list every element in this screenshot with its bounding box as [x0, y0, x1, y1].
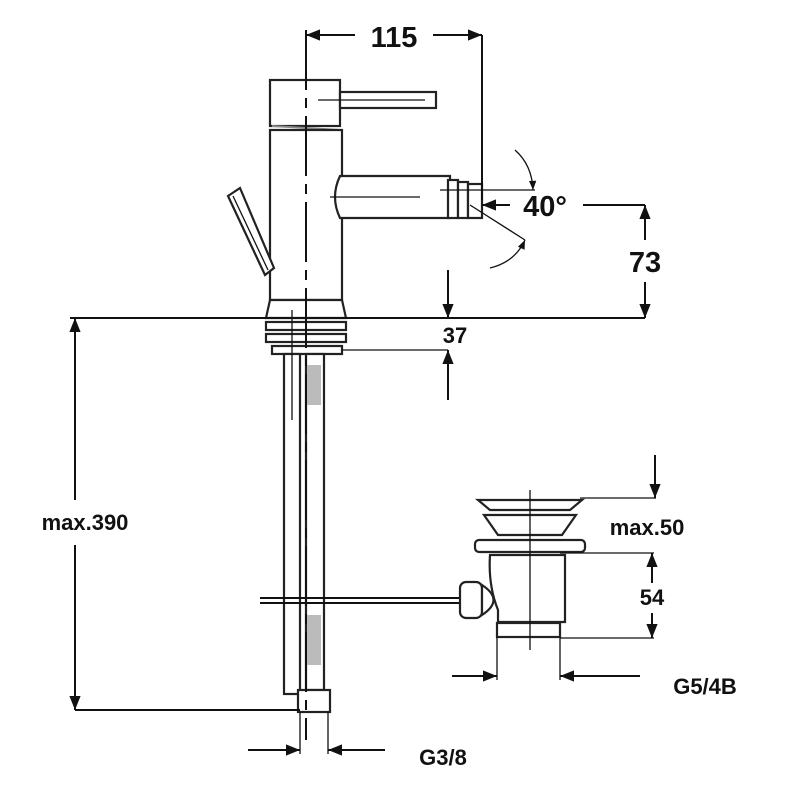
- pop-up-waste: [473, 490, 587, 650]
- pull-rod: [260, 580, 495, 620]
- inlet-nut: [296, 688, 332, 714]
- dim-label-g38: G3/8: [419, 745, 467, 770]
- dim-label-max50: max.50: [610, 515, 685, 540]
- dim-spout-angle: 40°: [440, 149, 567, 269]
- dim-label-54: 54: [640, 585, 665, 610]
- dim-deck-thickness: 37: [342, 270, 467, 400]
- dim-drain-height: 54: [560, 552, 665, 639]
- dim-label-40deg: 40°: [523, 191, 567, 223]
- dim-spout-height: 73: [583, 204, 661, 318]
- dim-label-g54b: G5/4B: [673, 674, 737, 699]
- dim-spout-reach: 115: [306, 22, 483, 200]
- dim-inlet-thread: G3/8: [248, 712, 467, 770]
- spout-nozzle: [446, 178, 484, 220]
- dim-drain-lift: max.50: [580, 455, 684, 540]
- dim-label-115: 115: [371, 22, 418, 54]
- dim-max-hose-length: max.390: [42, 318, 300, 711]
- dim-label-max390: max.390: [42, 510, 129, 535]
- dim-label-73: 73: [629, 247, 661, 279]
- dim-label-37: 37: [443, 323, 467, 348]
- dim-drain-thread: G5/4B: [452, 637, 737, 699]
- faucet-body: [226, 78, 484, 320]
